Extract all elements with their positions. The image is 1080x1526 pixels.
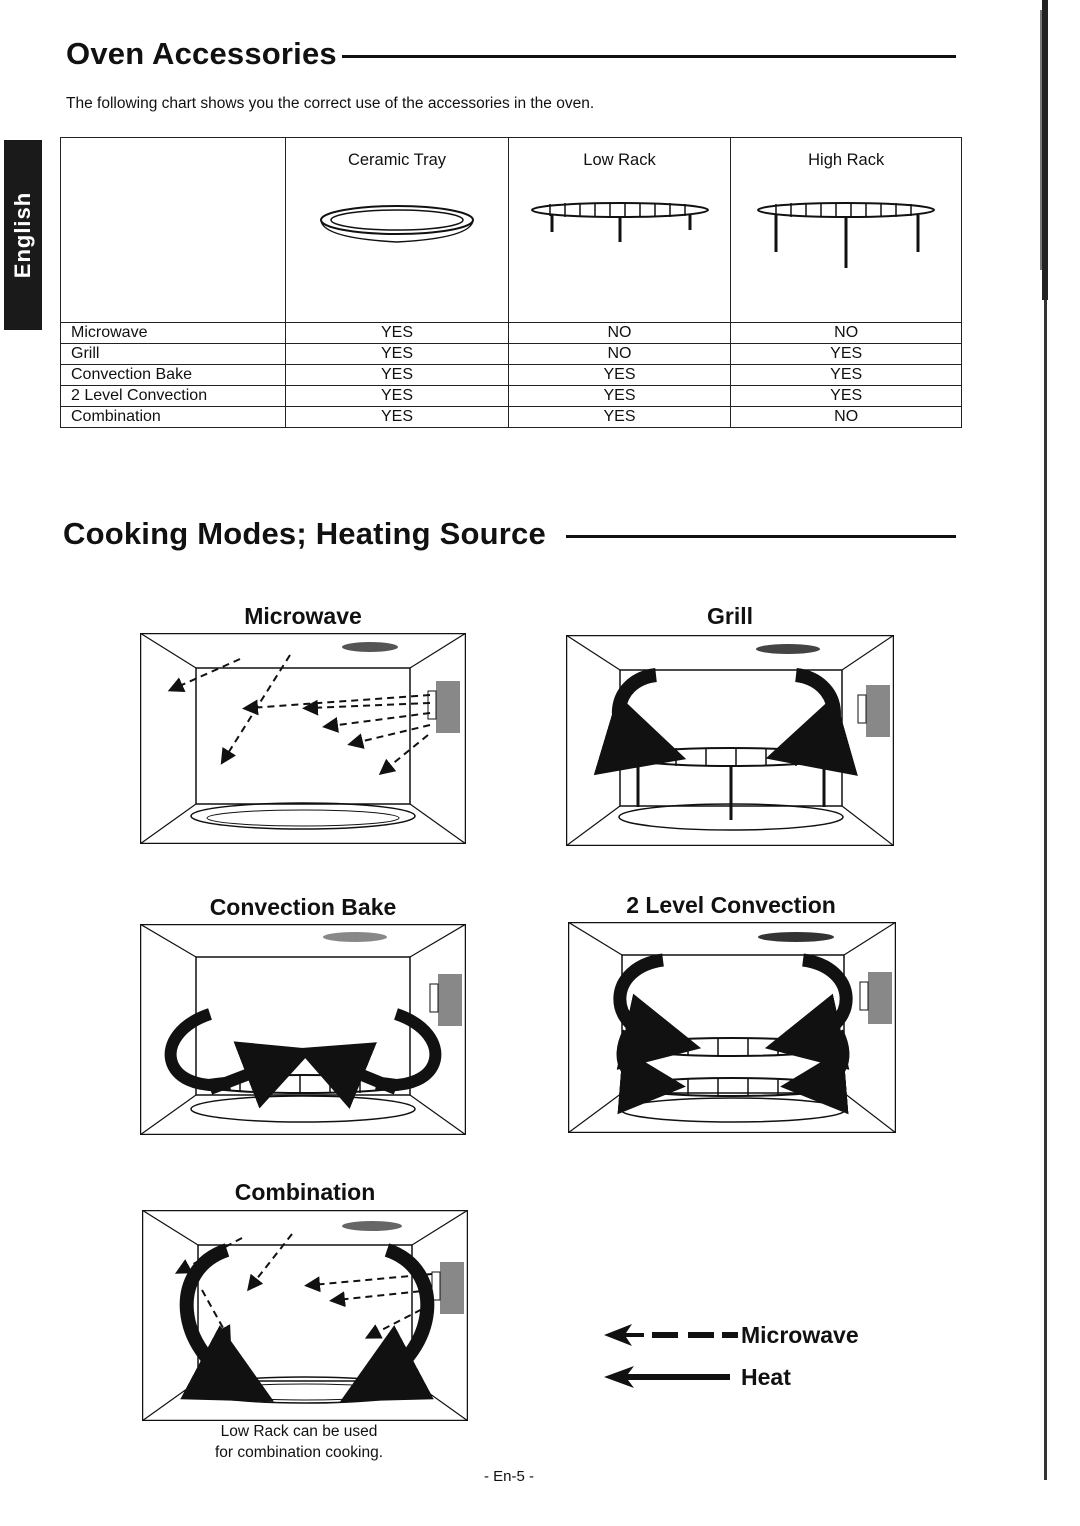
- table-header-row: Ceramic Tray Low Rack: [59, 137, 962, 323]
- col-ceramic-tray: Ceramic Tray: [285, 137, 509, 323]
- caption-grill: Grill: [706, 603, 753, 629]
- legend-heat-label: Heat: [741, 1364, 791, 1390]
- value-cell: YES: [730, 364, 962, 386]
- heat-legend-arrow-icon: [604, 1366, 730, 1388]
- table-row: Grill YES NO YES: [59, 343, 962, 365]
- microwave-legend-arrow-icon: [604, 1324, 738, 1346]
- value-cell: NO: [507, 343, 732, 365]
- value-cell: YES: [507, 364, 732, 386]
- mode-cell: Grill: [59, 343, 287, 365]
- value-cell: YES: [285, 322, 509, 344]
- col-label: High Rack: [808, 151, 885, 169]
- note-line: for combination cooking.: [214, 1444, 383, 1461]
- value-cell: YES: [285, 364, 509, 386]
- col-high-rack: High Rack: [730, 137, 962, 323]
- table-row: Microwave YES NO NO: [59, 322, 962, 344]
- caption-convection-bake: Convection Bake: [209, 894, 397, 920]
- language-tab-label: English: [10, 191, 35, 279]
- value-cell: YES: [730, 343, 962, 365]
- grill-mode-diagram: [566, 635, 894, 846]
- col-label: Low Rack: [583, 151, 656, 169]
- value-cell: YES: [285, 343, 509, 365]
- mode-cell: Convection Bake: [59, 364, 287, 386]
- accessories-table: Ceramic Tray Low Rack: [59, 137, 962, 428]
- language-tab: English: [4, 140, 42, 330]
- note-line: Low Rack can be used: [220, 1423, 378, 1440]
- ceramic-tray-icon: [320, 205, 474, 243]
- low-rack-icon: [530, 202, 709, 242]
- combination-note: Low Rack can be used for combination coo…: [176, 1421, 422, 1463]
- mode-cell: 2 Level Convection: [59, 385, 287, 407]
- mode-cell: Microwave: [59, 322, 287, 344]
- microwave-mode-diagram: [140, 633, 466, 844]
- value-cell: YES: [507, 385, 732, 407]
- col-low-rack: Low Rack: [507, 137, 732, 323]
- caption-microwave: Microwave: [244, 603, 362, 629]
- value-cell: YES: [285, 385, 509, 407]
- value-cell: NO: [507, 322, 732, 344]
- value-cell: YES: [507, 406, 732, 428]
- value-cell: YES: [730, 385, 962, 407]
- value-cell: NO: [730, 322, 962, 344]
- mode-cell: Combination: [59, 406, 287, 428]
- title-rule: [342, 55, 956, 58]
- value-cell: YES: [285, 406, 509, 428]
- title-rule: [566, 535, 956, 538]
- col-label: Ceramic Tray: [347, 151, 447, 169]
- section-title-oven-accessories: Oven Accessories: [66, 36, 337, 71]
- caption-2-level-convection: 2 Level Convection: [626, 892, 836, 918]
- caption-combination: Combination: [234, 1179, 376, 1205]
- table-row: 2 Level Convection YES YES YES: [59, 385, 962, 407]
- table-row: Combination YES YES NO: [59, 406, 962, 428]
- convection-bake-diagram: [140, 924, 466, 1135]
- two-level-convection-diagram: [568, 922, 896, 1133]
- table-corner-cell: [59, 137, 287, 323]
- table-row: Convection Bake YES YES YES: [59, 364, 962, 386]
- scan-edge-decoration: [1040, 0, 1048, 1480]
- value-cell: NO: [730, 406, 962, 428]
- legend-microwave-label: Microwave: [741, 1322, 859, 1348]
- high-rack-icon: [757, 202, 936, 268]
- combination-mode-diagram: [142, 1210, 468, 1421]
- intro-text: The following chart shows you the correc…: [66, 95, 595, 112]
- page-number: - En-5 -: [484, 1468, 535, 1485]
- section-title-cooking-modes: Cooking Modes; Heating Source: [63, 516, 546, 551]
